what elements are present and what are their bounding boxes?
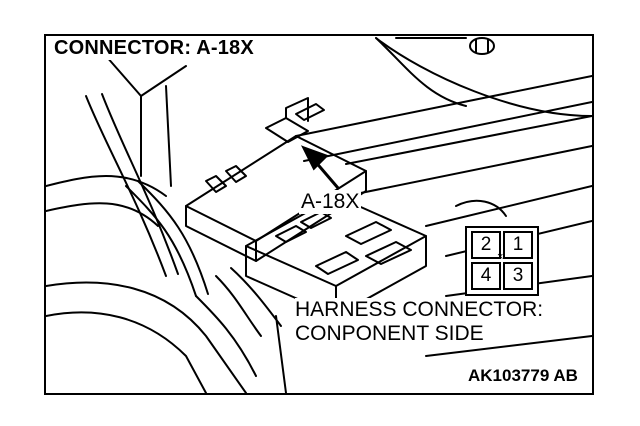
pin-2: 2	[471, 231, 501, 259]
connector-lock-mark: ×	[497, 251, 504, 263]
connector-callout: A-18X	[299, 190, 362, 214]
harness-label-line2: CONPONENT SIDE	[295, 322, 484, 346]
pin-layout-box: 2 1 × 4 3	[465, 226, 539, 296]
diagram-frame: CONNECTOR: A-18X A-18X 2 1 × 4 3 HARNESS…	[44, 34, 594, 395]
pin-3: 3	[503, 262, 533, 290]
connector-title: CONNECTOR: A-18X	[52, 37, 258, 60]
pin-1: 1	[503, 231, 533, 259]
pointer-arrow	[300, 145, 340, 189]
figure-code: AK103779 AB	[468, 366, 578, 385]
engine-bay-illustration	[46, 37, 592, 393]
pin-4: 4	[471, 262, 501, 290]
harness-label-line1: HARNESS CONNECTOR:	[295, 298, 544, 322]
